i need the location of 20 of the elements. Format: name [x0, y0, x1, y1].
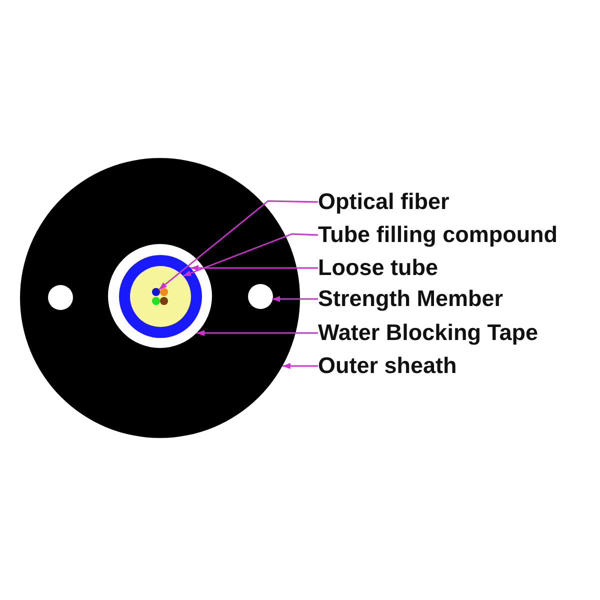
strength-member-hole — [48, 284, 72, 310]
leader-line — [282, 363, 318, 369]
fiber-dot-icon — [152, 288, 160, 296]
tube-ring — [118, 254, 202, 338]
leader-line — [182, 233, 318, 277]
part-label: Water Blocking Tape — [318, 320, 538, 346]
leader-line — [272, 296, 318, 302]
part-label: Tube filling compound — [318, 222, 558, 248]
part-label: Outer sheath — [318, 353, 457, 379]
part-label: Loose tube — [318, 255, 438, 281]
gel-core — [130, 266, 190, 326]
fiber-dot-icon — [152, 297, 160, 305]
part-label: Strength Member — [318, 286, 504, 312]
leader-line — [190, 265, 318, 271]
part-label: Optical fiber — [318, 189, 450, 215]
fiber-dot-icon — [160, 297, 168, 305]
strength-member-hole — [248, 284, 272, 308]
leader-line — [196, 330, 318, 336]
leader-line — [158, 200, 318, 290]
fiber-dot-icon — [160, 288, 168, 296]
